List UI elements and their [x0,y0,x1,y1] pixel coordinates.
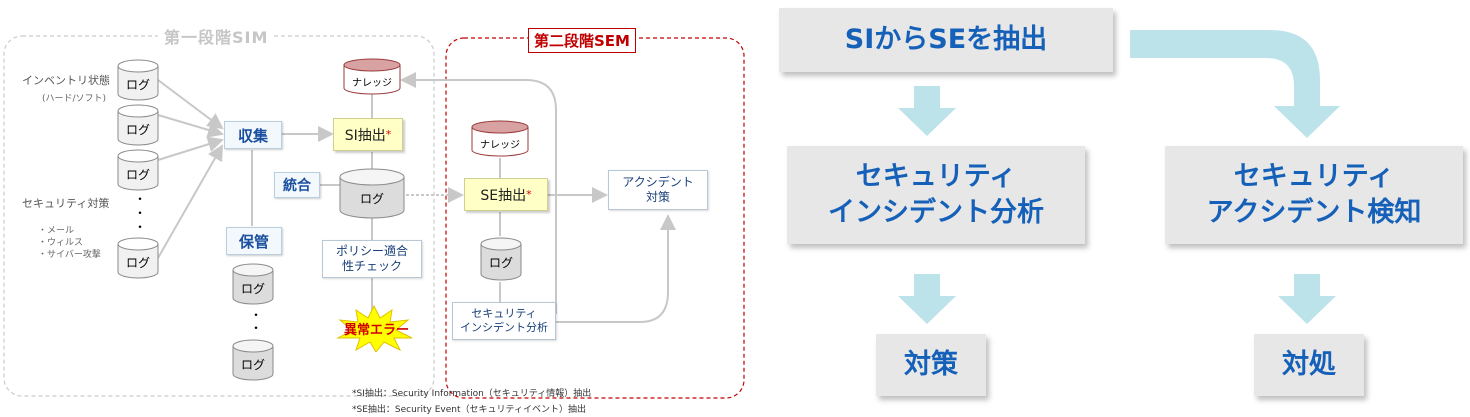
accident-action-box: アクシデント 対策 [608,170,708,210]
log-label: ログ [125,256,150,270]
countermeasure-box: 対策 [876,334,986,396]
inventory-label: インベントリ状態 [22,74,110,87]
dot: ・ [250,308,263,322]
log-cylinder: ログ [116,58,160,106]
dot: ・ [134,220,147,234]
log-label: ログ [125,123,150,137]
log-cylinder: ログ [479,236,523,286]
policy-check-box: ポリシー適合 性チェック [322,240,422,278]
knowledge-cylinder: ナレッジ [342,58,402,100]
accident-line: 対策 [645,190,670,204]
knowledge-cylinder: ナレッジ [470,120,530,162]
log-cylinder: ログ [116,148,160,196]
log-cylinder: ログ [116,236,160,284]
incident-line: インシデント分析 [828,197,1044,228]
security-item: ・サイバー攻撃 [38,250,101,260]
si-to-se-box: SIからSEを抽出 [779,8,1113,72]
log-label: ログ [240,358,265,372]
left-connectors [3,35,745,399]
policy-line: ポリシー適合 [335,244,408,258]
accident-line: セキュリティ [1233,161,1395,192]
footnote-se: *SE抽出：Security Event（セキュリティイベント）抽出 [352,405,586,415]
bent-arrow-icon [1130,30,1340,138]
se-extract-box: SE抽出* [464,178,548,211]
error-starburst-icon [336,304,413,352]
incident-line: セキュリティ [471,307,537,320]
dot: ・ [134,206,147,220]
se-extract-label: SE抽出 [480,187,527,204]
down-arrow-icon [1278,274,1336,324]
response-box: 対処 [1254,334,1364,396]
knowledge-label: ナレッジ [480,140,520,151]
incident-line: セキュリティ [855,161,1017,192]
log-label: ログ [240,282,265,296]
policy-line: 性チェック [341,259,402,273]
asterisk: * [385,128,392,141]
log-cylinder: ログ [231,262,275,310]
security-item: ・ウィルス [38,238,84,248]
incident-analysis-big-box: セキュリティ インシデント分析 [787,146,1085,244]
integrate-box: 統合 [274,172,320,198]
security-item: ・メール [38,226,75,236]
knowledge-label: ナレッジ [352,78,392,89]
log-cylinder: ログ [338,168,406,224]
log-label: ログ [488,256,513,270]
phase2-title: 第二段階SEM [528,28,636,53]
accident-line: アクシデント検知 [1206,197,1422,228]
error-label: 異常エラー [344,323,410,338]
phase1-title: 第一段階SIM [158,24,275,48]
inventory-sub-label: (ハード/ソフト) [42,94,107,104]
si-extract-box: SI抽出* [333,118,403,151]
dot: ・ [134,192,147,206]
collect-box: 収集 [224,121,282,149]
down-arrow-icon [898,86,956,136]
log-cylinder: ログ [116,103,160,151]
si-extract-label: SI抽出 [344,127,386,144]
log-cylinder: ログ [231,338,275,386]
log-label: ログ [125,78,150,92]
log-label: ログ [125,168,150,182]
accident-detection-big-box: セキュリティ アクシデント検知 [1165,146,1463,244]
accident-line: アクシデント [622,175,694,189]
footnote-si: *SI抽出：Security Information（セキュリティ情報）抽出 [352,389,592,399]
incident-analysis-box: セキュリティ インシデント分析 [452,302,556,340]
log-label: ログ [359,192,384,206]
store-box: 保管 [226,227,282,255]
dot: ・ [250,321,263,335]
asterisk: * [526,188,532,201]
incident-line: インシデント分析 [460,321,548,334]
down-arrow-icon [898,274,956,324]
security-label: セキュリティ対策 [22,197,110,210]
